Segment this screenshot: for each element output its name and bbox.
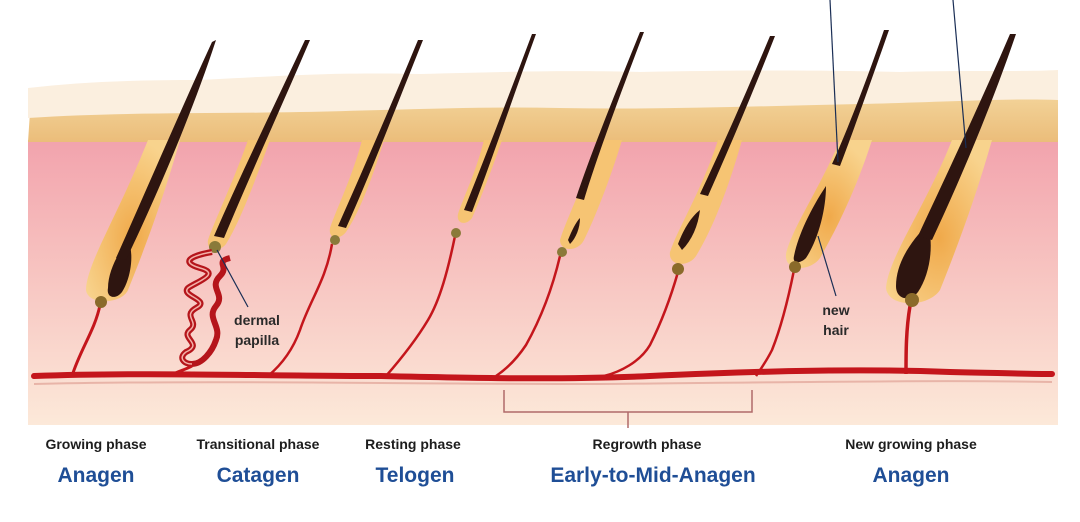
phase-name-early-to-mid-anagen: Early-to-Mid-Anagen [550, 464, 756, 487]
follicle-catagen [169, 40, 310, 378]
vessel-shadow [33, 380, 1053, 386]
dermal-papilla [557, 247, 567, 257]
capillary [754, 269, 796, 377]
capillary [267, 243, 334, 377]
follicle-early-anagen [495, 32, 644, 378]
capillary [904, 305, 912, 375]
dermal-papilla [789, 261, 801, 273]
capillary [169, 364, 193, 378]
hair-shaft [700, 36, 775, 196]
phase-subtitle-new-growing: New growing phase [845, 436, 977, 452]
capillary [70, 304, 102, 377]
phase-subtitle-growing: Growing phase [45, 436, 147, 452]
new-hair-tip [568, 218, 580, 244]
follicle-new-anagen [886, 34, 1016, 375]
follicle-anagen [70, 40, 216, 377]
hair-shaft [116, 40, 216, 260]
new-hair [793, 186, 826, 263]
dermal-papilla [672, 263, 684, 275]
hair-shaft [338, 40, 423, 228]
dermal-papilla [95, 296, 107, 308]
regrowth-bracket [503, 390, 753, 428]
new-hair-tip [678, 210, 700, 250]
dermal-papilla-leader [216, 249, 249, 308]
new-hair-leader [817, 235, 837, 297]
dermal-papilla [330, 235, 340, 245]
phase-name-telogen: Telogen [375, 464, 455, 487]
hair-shaft [918, 34, 1016, 240]
phase-subtitle-resting: Resting phase [365, 436, 461, 452]
dermal-papilla-label: dermal papilla [234, 312, 280, 348]
main-blood-vessel [31, 367, 1055, 382]
hair-shaft [464, 34, 536, 212]
follicle-new-hair [754, 30, 889, 377]
follicle-early-regrowth [385, 34, 536, 377]
dermal-papilla [905, 293, 919, 307]
follicle-sheath [560, 140, 622, 249]
hair-shaft [214, 40, 310, 238]
phase-name-anagen-new: Anagen [872, 464, 950, 487]
phase-name-anagen: Anagen [57, 464, 135, 487]
pointer-line [952, 0, 967, 149]
capillary [385, 235, 457, 377]
capillary [603, 271, 680, 378]
skin-layers [28, 70, 1058, 425]
hair-shaft [576, 32, 644, 200]
dermal-papilla [209, 241, 221, 253]
phase-name-catagen: Catagen [216, 464, 300, 487]
new-hair-label: new hair [822, 302, 850, 338]
dermis-layer [28, 140, 1058, 425]
capillary [495, 255, 562, 378]
phase-subtitle-transitional: Transitional phase [196, 436, 320, 452]
follicle-mid-anagen [603, 36, 775, 378]
capillary-inner [181, 251, 213, 365]
hair-bulb [896, 224, 931, 299]
dermal-papilla [451, 228, 461, 238]
old-hair-shaft [832, 30, 889, 166]
pointer-line [829, 0, 839, 163]
phase-subtitle-regrowth: Regrowth phase [592, 436, 702, 452]
follicle-telogen [267, 40, 423, 377]
